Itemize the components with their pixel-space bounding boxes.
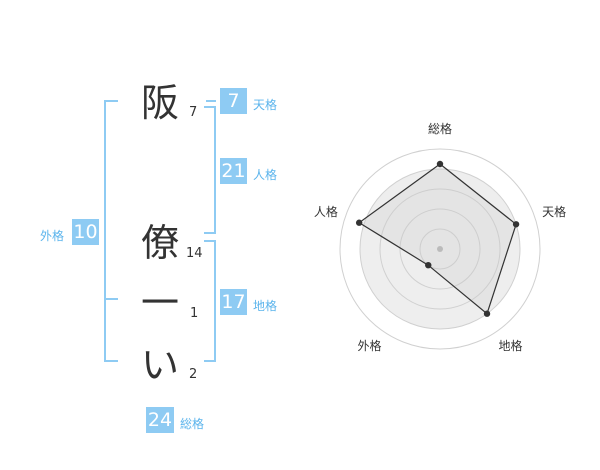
stroke-count-4: 2	[189, 367, 198, 382]
soukaku-label: 総格	[180, 417, 205, 431]
radar-point-3	[483, 310, 491, 317]
tenkaku-bracket	[206, 100, 216, 102]
radar-data-polygon	[358, 163, 517, 315]
radar-center-dot	[437, 246, 443, 252]
tenkaku-value: 7	[220, 88, 247, 114]
gaikaku-value: 10	[72, 219, 99, 245]
name-char-3: 一	[141, 281, 180, 325]
radar-axis-label-4: 外格	[357, 338, 381, 353]
radar-axis-label-5: 人格	[314, 204, 338, 219]
radar-point-2	[512, 221, 520, 228]
radar-axis-label-1: 総格	[428, 121, 452, 136]
chikaku-bracket	[204, 240, 216, 362]
gaikaku-bracket-bottom	[104, 298, 118, 362]
gaikaku-bracket-top	[104, 100, 118, 300]
name-char-1: 阪	[141, 81, 180, 125]
stroke-count-1: 7	[189, 105, 198, 120]
radar-point-1	[436, 160, 444, 168]
jinkaku-value: 21	[220, 158, 247, 184]
radar-axis-label-3: 地格	[498, 338, 522, 353]
jinkaku-bracket	[204, 106, 216, 234]
radar-point-4	[425, 261, 432, 269]
radar-axis-label-2: 天格	[542, 204, 566, 219]
radar-point-5	[355, 219, 363, 226]
tenkaku-label: 天格	[253, 98, 278, 112]
chikaku-label: 地格	[253, 299, 278, 313]
gaikaku-label: 外格	[40, 229, 65, 243]
soukaku-value: 24	[146, 407, 174, 433]
stroke-count-3: 1	[190, 306, 199, 321]
jinkaku-label: 人格	[253, 168, 278, 182]
name-char-4: い	[141, 343, 180, 387]
name-char-2: 僚	[141, 221, 180, 265]
chikaku-value: 17	[220, 289, 247, 315]
stroke-count-2: 14	[186, 246, 203, 261]
